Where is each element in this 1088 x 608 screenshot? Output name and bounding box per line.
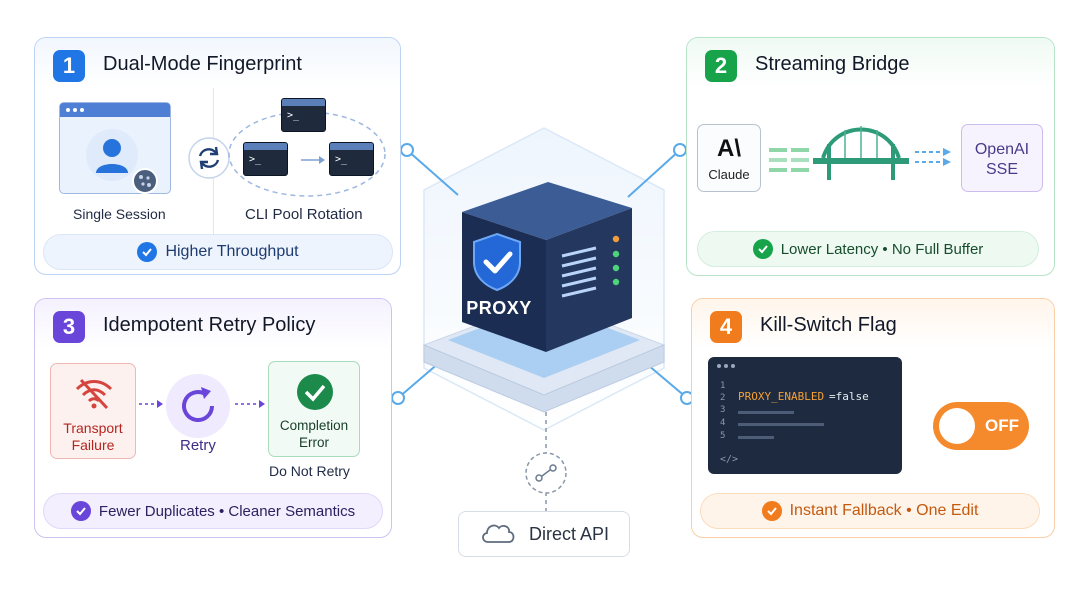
openai-sse-box: OpenAI SSE <box>961 124 1043 192</box>
code-value: =false <box>829 390 869 403</box>
transport-label: Transport <box>63 420 123 436</box>
connector-1 <box>406 149 459 196</box>
step-number: 1 <box>53 50 85 82</box>
benefit-pill: Fewer Duplicates • Cleaner Semantics <box>43 493 383 529</box>
error-label: Error <box>299 435 329 450</box>
direct-api-box: Direct API <box>458 511 630 557</box>
code-placeholder-line <box>738 411 794 414</box>
benefit-label: Lower Latency • No Full Buffer <box>780 240 984 258</box>
line-number: 4 <box>720 418 726 428</box>
panel-title: Idempotent Retry Policy <box>103 314 316 336</box>
line-number: 1 <box>720 381 726 391</box>
cloud-icon <box>479 520 517 549</box>
server-vents <box>560 246 610 298</box>
check-icon <box>761 501 782 521</box>
panel-streaming-bridge: 2 Streaming Bridge A\ Claude OpenAI SSE … <box>686 37 1055 276</box>
code-key: PROXY_ENABLED <box>738 390 825 403</box>
shield-icon <box>470 232 524 292</box>
terminal-icon: >_ <box>281 98 326 132</box>
single-session-caption: Single Session <box>73 206 166 222</box>
proxy-label: PROXY <box>466 298 532 318</box>
sse-label: SSE <box>985 161 1018 178</box>
cli-pool-caption: CLI Pool Rotation <box>245 206 363 223</box>
check-icon <box>137 242 158 262</box>
line-number: 5 <box>720 431 726 441</box>
direct-api-label: Direct API <box>528 523 610 544</box>
benefit-label: Higher Throughput <box>165 243 299 260</box>
kill-switch-toggle[interactable]: OFF <box>933 402 1029 450</box>
platform-side <box>423 344 665 413</box>
link-icon <box>534 462 558 484</box>
panel-header <box>35 299 391 349</box>
window-dot <box>731 364 735 368</box>
connector-2-node <box>673 143 687 157</box>
panel-idempotent-retry: 3 Idempotent Retry Policy Transport Fail… <box>34 298 392 538</box>
check-icon <box>752 239 773 259</box>
failure-label: Failure <box>71 437 115 453</box>
bridge-icon <box>769 126 951 180</box>
connector-4 <box>647 364 688 399</box>
panel-header <box>687 38 1054 88</box>
line-number: 3 <box>720 405 726 415</box>
retry-label: Retry <box>180 437 216 454</box>
claude-source-box: A\ Claude <box>697 124 761 192</box>
panel-dual-mode-fingerprint: 1 Dual-Mode Fingerprint Single Session <box>34 37 401 275</box>
status-lights <box>611 234 621 294</box>
benefit-pill: Lower Latency • No Full Buffer <box>697 231 1039 267</box>
connector-3 <box>397 361 441 399</box>
benefit-pill: Instant Fallback • One Edit <box>700 493 1040 529</box>
rotate-icon <box>187 136 231 180</box>
panel-header <box>692 299 1054 349</box>
completion-error-box: Completion Error <box>268 361 360 457</box>
flow-arrows <box>139 400 265 408</box>
window-dot <box>724 364 728 368</box>
connector-3-node <box>391 391 405 405</box>
terminal-icon: >_ <box>329 142 374 176</box>
openai-label: OpenAI <box>974 141 1030 158</box>
panel-title: Dual-Mode Fingerprint <box>103 53 302 75</box>
step-number: 4 <box>710 311 742 343</box>
panel-title: Kill-Switch Flag <box>760 314 897 336</box>
connector-2 <box>627 149 681 198</box>
cube-top <box>462 182 632 240</box>
panel-title: Streaming Bridge <box>755 53 910 75</box>
retry-icon <box>165 373 231 439</box>
code-tag-icon: </> <box>720 454 739 465</box>
step-number: 2 <box>705 50 737 82</box>
step-number: 3 <box>53 311 85 343</box>
transport-failure-box: Transport Failure <box>50 363 136 459</box>
code-editor: 1 2 3 4 5 PROXY_ENABLED =false </> <box>708 357 902 474</box>
benefit-pill: Higher Throughput <box>43 234 393 270</box>
anthropic-logo: A\ <box>717 135 741 162</box>
panel-kill-switch: 4 Kill-Switch Flag 1 2 3 4 5 PROXY_ENABL… <box>691 298 1055 538</box>
do-not-retry-note: Do Not Retry <box>269 463 350 479</box>
panel-header <box>35 38 400 88</box>
code-placeholder-line <box>738 436 774 439</box>
benefit-label: Instant Fallback • One Edit <box>789 502 979 519</box>
window-dot <box>717 364 721 368</box>
terminal-icon: >_ <box>243 142 288 176</box>
check-circle-icon <box>295 372 335 417</box>
toggle-knob <box>939 408 975 444</box>
line-number: 2 <box>720 393 726 403</box>
check-icon <box>70 501 91 521</box>
code-placeholder-line <box>738 423 824 426</box>
toggle-label: OFF <box>985 416 1019 435</box>
connector-1-node <box>400 143 414 157</box>
claude-label: Claude <box>708 167 750 182</box>
completion-label: Completion <box>279 418 349 433</box>
wifi-off-icon <box>73 376 115 415</box>
cookie-icon <box>131 167 159 195</box>
benefit-label: Fewer Duplicates • Cleaner Semantics <box>98 502 356 520</box>
